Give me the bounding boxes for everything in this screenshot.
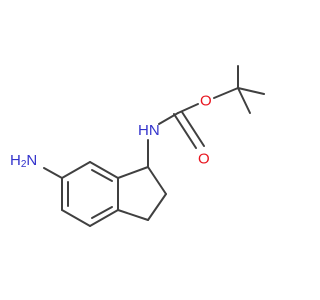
bond xyxy=(89,161,119,179)
structure-diagram: H2N HN O O xyxy=(10,65,265,227)
bond xyxy=(213,87,239,99)
bond xyxy=(43,167,63,179)
bond xyxy=(237,87,265,95)
molecule-canvas: H2N HN O O xyxy=(10,65,265,227)
double-bond-inner xyxy=(91,206,113,219)
nh2-amino-label: H2N xyxy=(10,152,37,170)
bond xyxy=(89,209,119,227)
bond xyxy=(177,103,199,114)
bonds xyxy=(43,65,265,227)
bond xyxy=(117,209,149,221)
double-bond xyxy=(173,113,197,149)
ester-oxygen-label: O xyxy=(200,93,212,110)
carbamate-nh-label: HN xyxy=(138,122,160,139)
bond xyxy=(61,209,91,227)
double-bond-inner xyxy=(91,169,113,182)
bond xyxy=(61,161,91,179)
carbonyl-oxygen-label: O xyxy=(198,151,210,168)
bond xyxy=(237,87,251,114)
bond xyxy=(147,193,167,221)
bond xyxy=(147,166,167,195)
bond xyxy=(117,166,149,179)
double-bond xyxy=(181,111,205,147)
atom-labels: H2N HN O O xyxy=(10,93,212,170)
